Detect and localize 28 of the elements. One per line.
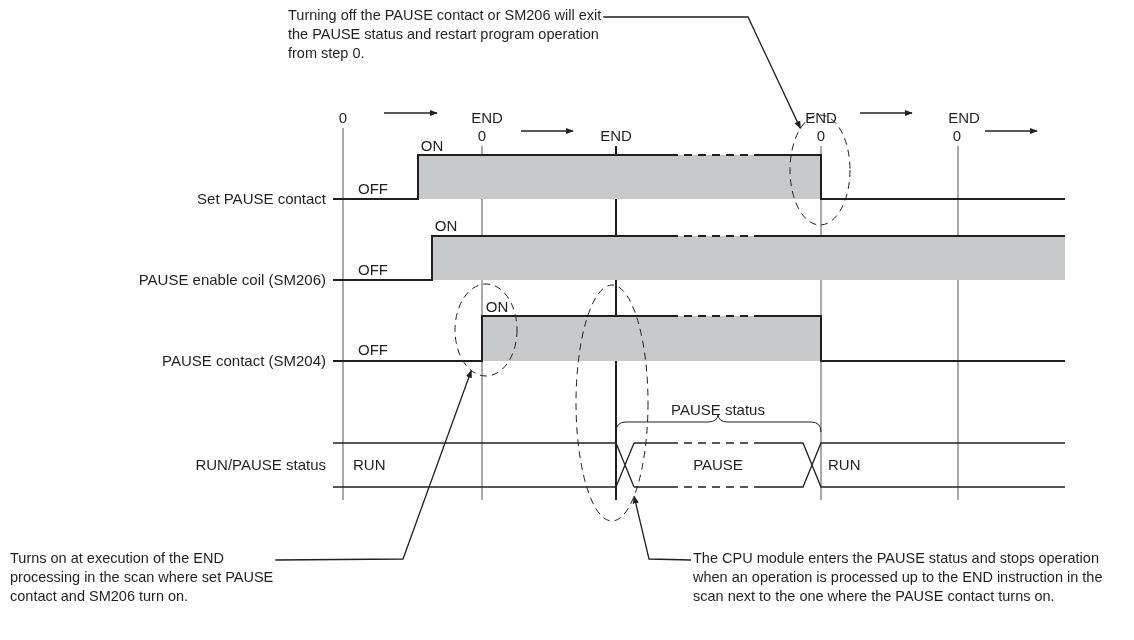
state-label: PAUSE [693, 456, 743, 473]
signal-name: PAUSE contact (SM204) [162, 352, 326, 369]
state-label: RUN [828, 456, 861, 473]
state-label: ON [434, 217, 458, 234]
leader-line [632, 495, 692, 561]
leader-line [274, 369, 472, 561]
scale-step: 0 [338, 109, 348, 126]
state-label: OFF [358, 261, 388, 278]
callout-note: Turning off the PAUSE contact or SM206 will exit the PAUSE status and restart program operation from step 0. [288, 6, 703, 63]
signal-name: Set PAUSE contact [197, 190, 326, 207]
scale-step: END [948, 109, 980, 126]
state-label: OFF [358, 180, 388, 197]
callout-note: Turns on at execution of the END processing in the scan where set PAUSE contact and SM206 turn on. [10, 549, 275, 606]
state-label: ON [485, 298, 509, 315]
leader-line [602, 16, 802, 130]
scale-step: END [805, 109, 837, 126]
scale-step: 0 [952, 127, 962, 144]
signal-name: RUN/PAUSE status [195, 456, 326, 473]
state-label: ON [420, 137, 444, 154]
bracket-label: PAUSE status [671, 401, 765, 418]
state-label: RUN [353, 456, 386, 473]
scale-step: END [600, 127, 632, 144]
callout-note: The CPU module enters the PAUSE status and stops operation when an operation is processed up to the END instruction in the scan next to the one where the PAUSE contact turns on. [693, 549, 1113, 606]
signal-name: PAUSE enable coil (SM206) [138, 271, 326, 288]
state-label: OFF [358, 341, 388, 358]
scale-step: 0 [477, 127, 487, 144]
scale-step: 0 [816, 127, 826, 144]
scale-step: END [471, 109, 503, 126]
